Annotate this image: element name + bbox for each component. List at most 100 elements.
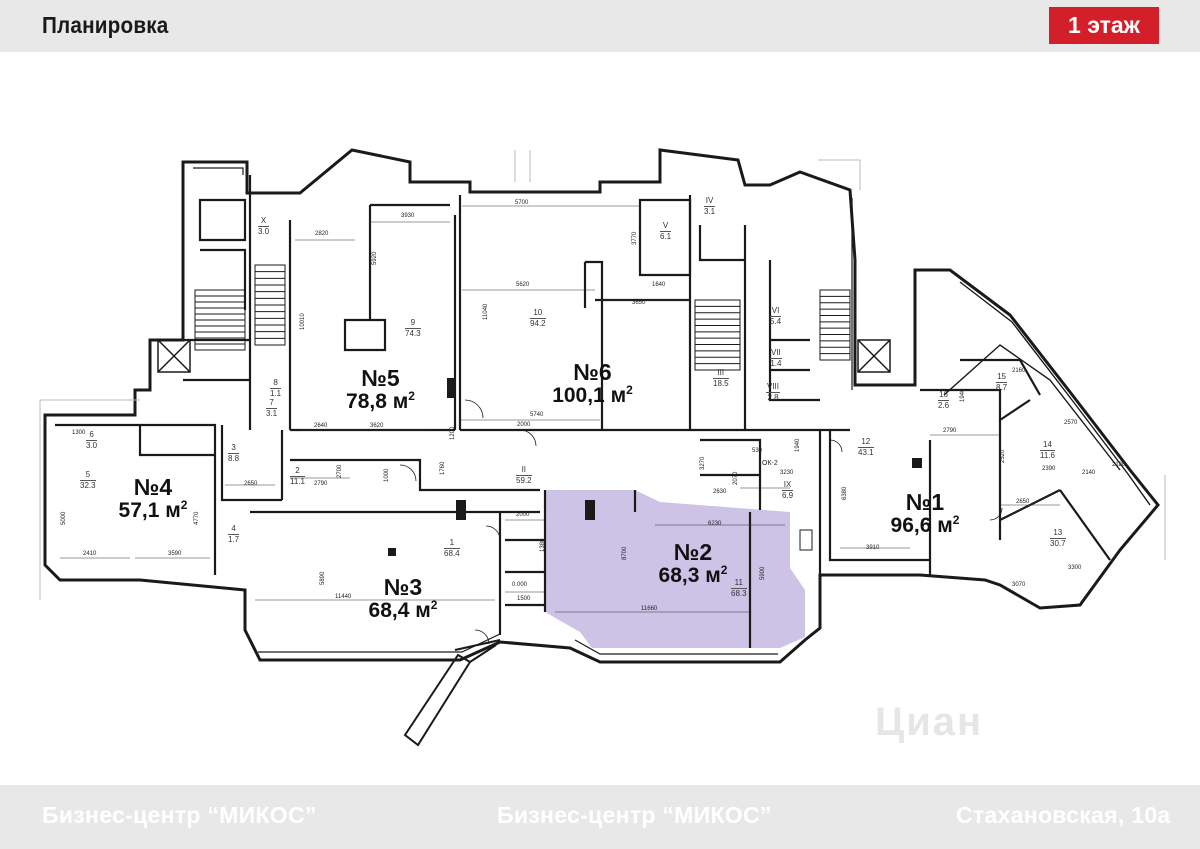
- dimension-label: 1200: [450, 426, 456, 440]
- dimension-label: 2520: [1000, 449, 1006, 463]
- dimension-label: 2640: [314, 423, 328, 429]
- dimension-label: 2650: [1016, 499, 1030, 505]
- dimension-label: 5620: [516, 282, 530, 288]
- stairs: [194, 264, 851, 371]
- dimension-label: 1380: [540, 538, 546, 552]
- dimension-label: 2160: [1012, 368, 1026, 374]
- dimension-label: 3070: [1012, 582, 1026, 588]
- header-bar: Планировка 1 этаж: [0, 0, 1200, 52]
- dimension-label: 1300: [72, 430, 86, 436]
- dimension-label: 5920: [372, 251, 378, 265]
- dimension-label: 3590: [168, 551, 182, 557]
- footer-bar: Бизнес-центр “МИКОС” Бизнес-центр “МИКОС…: [0, 785, 1200, 849]
- dimension-label: 1500: [517, 596, 531, 602]
- dimension-label: 11040: [483, 303, 489, 320]
- dimension-label: 1000: [384, 468, 390, 482]
- doors: [399, 399, 1003, 645]
- dimension-label: 6230: [708, 521, 722, 527]
- footer-right-text: Стахановская, 10а: [956, 802, 1171, 828]
- dimension-label: 2180: [1112, 462, 1126, 468]
- dimension-label: 3650: [632, 300, 646, 306]
- dimension-label: 5890: [320, 571, 326, 585]
- context-lines: [39, 150, 1166, 600]
- dimension-label: 2790: [314, 481, 328, 487]
- dimension-label: 1940: [795, 438, 801, 452]
- footer-left-text: Бизнес-центр “МИКОС”: [42, 802, 317, 828]
- elevators: [157, 339, 891, 373]
- floor-plan: [39, 148, 1166, 747]
- dimension-label: 2790: [943, 428, 957, 434]
- floor-badge[interactable]: 1 этаж: [1049, 7, 1159, 44]
- dimension-label: 5900: [760, 566, 766, 580]
- dimension-label: 5000: [61, 511, 67, 525]
- watermark: Циан: [875, 700, 984, 744]
- dimension-label: 2700: [337, 464, 343, 478]
- dimension-label: 2000: [517, 422, 531, 428]
- dimension-label: 3620: [370, 423, 384, 429]
- columns: [388, 378, 922, 556]
- unit-label-4[interactable]: №4 57,1 м2: [118, 474, 188, 523]
- sink-level-label: 0.000: [512, 582, 528, 588]
- dimension-label: 530: [752, 448, 763, 454]
- dimension-label: 2390: [1042, 466, 1056, 472]
- dimension-label: 2140: [1082, 470, 1096, 476]
- dimension-label: 1000: [448, 378, 454, 392]
- dimension-label: 1760: [440, 461, 446, 475]
- dimension-label: 2820: [315, 231, 329, 237]
- dimension-label: 3770: [632, 231, 638, 245]
- dimension-label: 4770: [194, 511, 200, 525]
- dimension-label: 3300: [1068, 565, 1082, 571]
- dimension-label: 2650: [244, 481, 258, 487]
- dimension-label: 2410: [83, 551, 97, 557]
- dimension-label: 8700: [622, 546, 628, 560]
- unit-label-2[interactable]: №2 68,3 м2: [658, 539, 728, 588]
- unit-label-1[interactable]: №1 96,6 м2: [890, 489, 960, 538]
- dimension-label: 3910: [866, 545, 880, 551]
- dimension-label: 3930: [401, 213, 415, 219]
- dimension-lines: [60, 205, 1060, 613]
- dimension-label: 5740: [530, 412, 544, 418]
- dimension-label: 3270: [700, 456, 706, 470]
- dimension-label: 11660: [641, 606, 658, 612]
- unit-2-highlight: [545, 490, 805, 648]
- outer-wall: [43, 148, 1160, 664]
- dimension-label: 10010: [300, 313, 306, 330]
- unit-label-3[interactable]: №3 68,4 м2: [368, 574, 438, 623]
- unit-label-5[interactable]: №5 78,8 м2: [346, 365, 415, 414]
- entrance-ramp: [403, 639, 501, 747]
- dimension-label: 1640: [652, 282, 666, 288]
- dimension-label: 2070: [733, 471, 739, 485]
- dimension-label: 6380: [842, 486, 848, 500]
- dimension-label: 11440: [335, 594, 352, 600]
- page-title: Планировка: [42, 12, 169, 38]
- dimension-label: 2570: [1064, 420, 1078, 426]
- dimension-label: 1940: [960, 388, 966, 402]
- dimension-label: 2630: [713, 489, 727, 495]
- dimension-label: 2000: [516, 512, 530, 518]
- footer-center-text: Бизнес-центр “МИКОС”: [497, 802, 772, 828]
- unit-label-6[interactable]: №6 100,1 м2: [552, 359, 633, 408]
